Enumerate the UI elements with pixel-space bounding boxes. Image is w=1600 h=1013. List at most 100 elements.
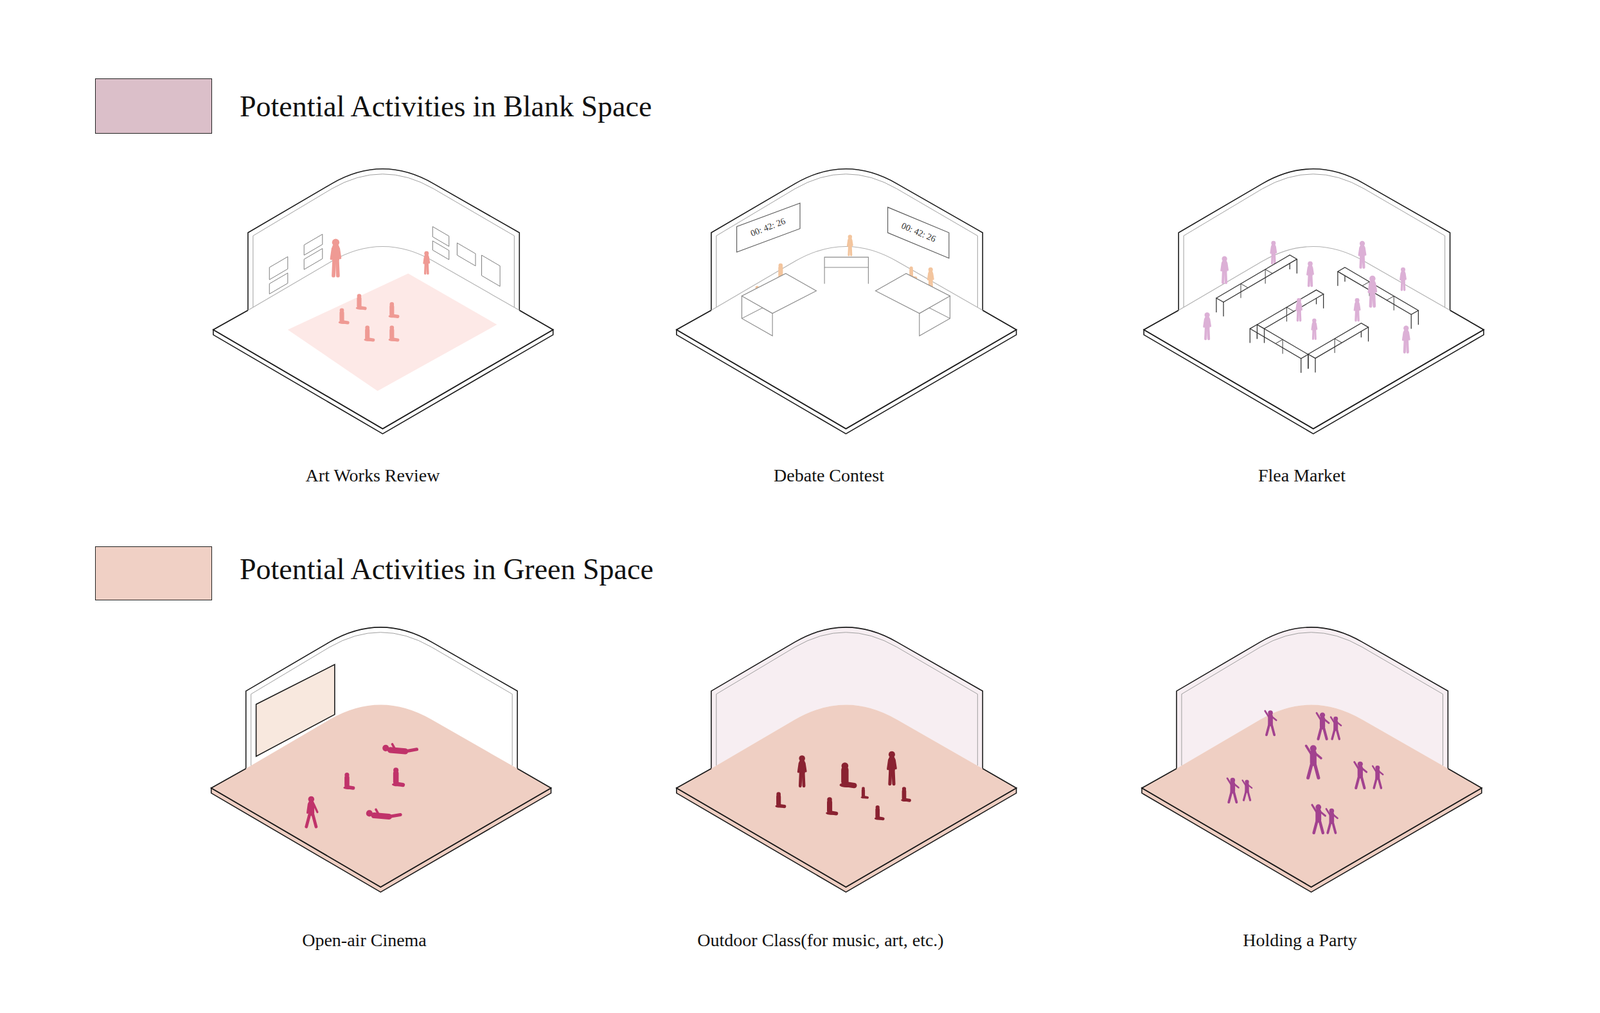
figure-limb [1209,319,1211,327]
figure-limb [1296,303,1297,311]
desk-leg [868,267,869,284]
table-leg [1323,293,1324,308]
figure-limb [1408,332,1410,340]
table-top [1337,267,1419,315]
activity-caption: Debate Contest [773,465,885,486]
figure-limb [1355,775,1360,788]
table-leg [1307,354,1309,369]
person-silhouette [888,751,896,784]
figure-limb [313,803,318,812]
room-illustration [1143,168,1484,434]
room-illustration [213,168,554,434]
room-illustration [676,627,1017,892]
picture-frame [481,255,501,286]
floor [676,704,1017,887]
figure-limb [1226,262,1228,270]
figure-limb [1359,247,1365,256]
person-silhouette [825,796,836,815]
person-silhouette [1296,298,1302,321]
figure-limb [1271,253,1274,264]
person-silhouette [363,325,373,342]
figure-limb [1312,329,1315,339]
legend-heading: Potential Activities in Blank Space [239,89,652,125]
figure-limb [1405,339,1410,353]
figure-limb [424,256,429,263]
figure-limb [1357,310,1360,321]
figure-limb [849,246,853,256]
table-leg [1307,354,1309,369]
activity-caption: Holding a Party [1242,929,1357,951]
table-leg [1282,339,1284,354]
person-silhouette [1359,240,1366,268]
person-silhouette [1306,744,1322,778]
table-leg [1215,298,1217,313]
table-leg [1296,258,1298,274]
figure-limb [851,240,853,246]
figure-limb [798,762,806,772]
floor-edge [676,310,1017,429]
legend-swatch [95,78,213,134]
person-silhouette [1265,710,1277,735]
floor-edge [1141,768,1482,887]
figure-limb [1275,246,1277,253]
figure-limb [1354,761,1359,768]
figure-limb [1337,722,1342,726]
table-leg [1286,307,1288,322]
floor-mat [287,273,498,392]
figure-limb [1314,762,1319,778]
figure-limb [391,744,396,750]
figure-limb [893,769,894,784]
figure-limb [1307,274,1311,286]
figure-limb [1228,791,1232,802]
person-silhouette [798,755,806,786]
table-leg [1314,357,1316,373]
room-illustration [211,627,552,892]
figure-limb [889,769,891,784]
figure-limb [338,248,340,258]
person-silhouette [847,234,853,256]
person-silhouette [1242,779,1253,800]
person-silhouette [331,239,341,276]
person-silhouette [1354,761,1367,788]
figure-limb [1373,777,1377,788]
figure-limb [1296,303,1302,310]
table-divider [1362,281,1370,286]
person-silhouette [1204,312,1211,339]
timer-reading: 00: 42: 26 [749,215,788,239]
figure-limb [1308,762,1313,778]
table-leg [1265,269,1266,284]
figure-limb [848,239,853,247]
figure-limb [424,263,427,274]
figure-limb [1330,716,1334,722]
figure-limb [1362,255,1366,268]
figure-limb [888,759,890,769]
figure-limb [1233,791,1237,802]
floor-edge [676,768,1017,887]
figure-limb [847,240,849,247]
person-silhouette [874,805,883,820]
figure-limb [1271,246,1272,254]
figure-limb [1307,267,1313,275]
figure-limb [1364,248,1366,256]
person-silhouette [1400,267,1406,290]
table-divider [1334,338,1342,343]
person-silhouette [1221,256,1228,283]
person-silhouette [1271,240,1277,264]
figure-limb [1272,253,1276,264]
table-top [1249,324,1309,359]
person-silhouette [306,796,318,827]
legend-swatch [95,546,213,601]
legend-heading: Potential Activities in Green Space [239,552,654,587]
figure-base [355,306,365,310]
figure-limb [1312,804,1317,812]
person-silhouette [1227,777,1239,802]
figure-limb [356,298,362,306]
figure-limb [1332,821,1336,833]
figure-limb [388,814,401,817]
table-leg [1369,281,1370,296]
figure-base [343,785,353,790]
figure-limb [373,815,389,817]
figure-limb [1298,310,1302,321]
person-silhouette [424,251,430,274]
floor [1143,246,1484,429]
